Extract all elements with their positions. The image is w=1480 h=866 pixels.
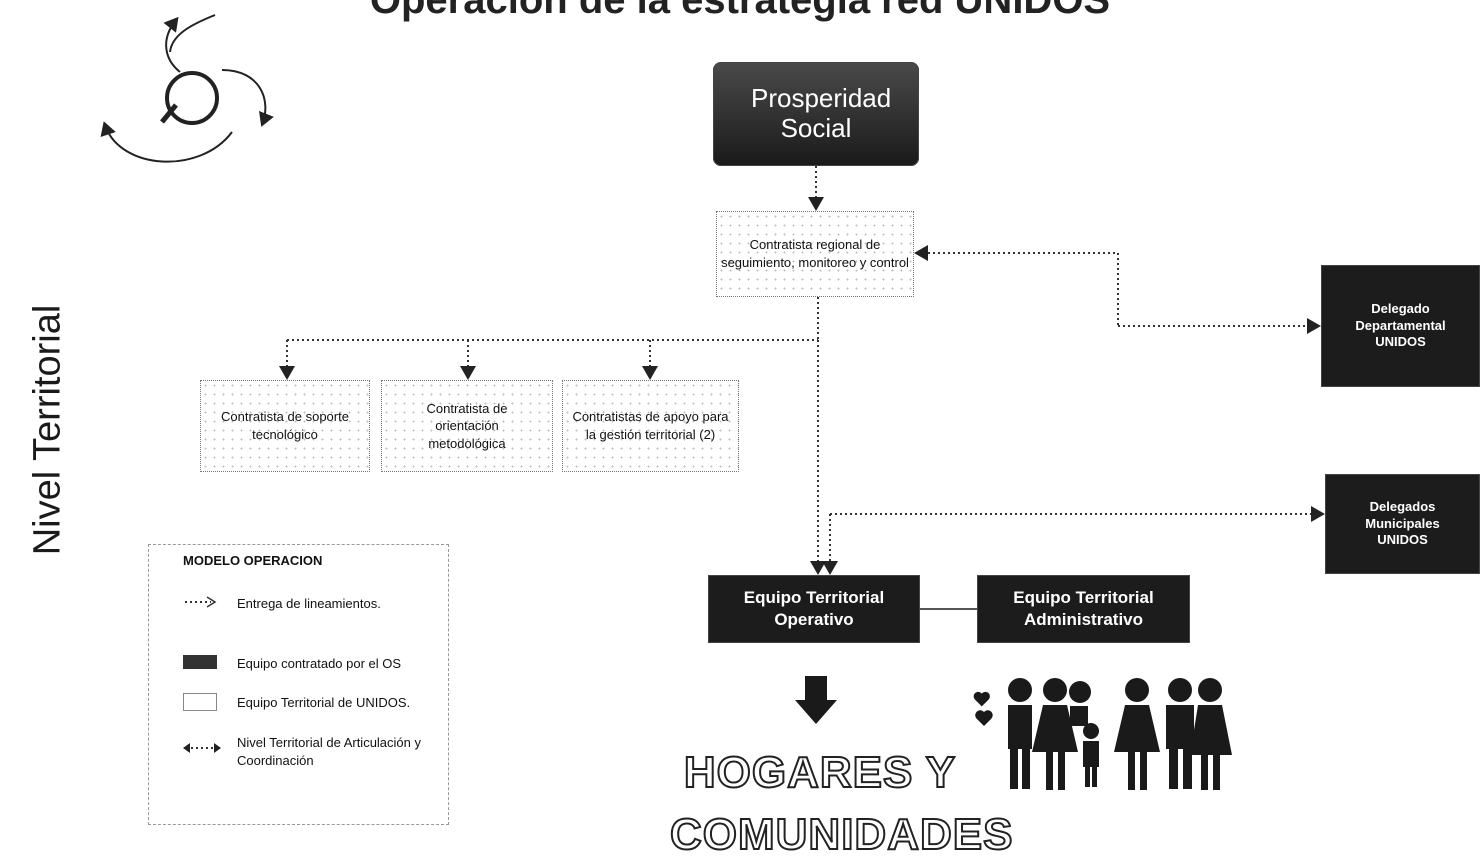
- node-prosperidad-social: Prosperidad Social: [713, 62, 919, 166]
- node-label: Prosperidad Social: [751, 83, 892, 143]
- legend-item-label: Nivel Territorial de Articulación y Coor…: [237, 735, 421, 769]
- node-contratista-orientacion: Contratista de orientación metodológica: [381, 380, 553, 472]
- connectors: [279, 166, 1325, 575]
- page-title: Operación de la estrategia red UNIDOS: [369, 0, 1111, 22]
- cycle-logo-icon: [100, 14, 274, 163]
- side-label: Nivel Territorial: [26, 304, 69, 556]
- node-label: Equipo Territorial Operativo: [743, 587, 885, 629]
- node-label: Delegado Departamental UNIDOS: [1355, 300, 1446, 350]
- node-delegado-departamental: Delegado Departamental UNIDOS: [1321, 265, 1480, 387]
- node-label: Delegados Municipales UNIDOS: [1365, 498, 1440, 548]
- node-equipo-territorial-administrativo: Equipo Territorial Administrativo: [977, 575, 1190, 643]
- double-arrow-icon: [183, 743, 221, 753]
- dotted-box-swatch: [183, 693, 217, 711]
- family-people-icon: [973, 678, 1232, 790]
- node-contratistas-apoyo: Contratistas de apoyo para la gestión te…: [562, 380, 739, 472]
- node-label: Contratistas de apoyo para la gestión te…: [572, 409, 729, 442]
- node-label: Contratista de soporte tecnológico: [221, 409, 349, 442]
- legend-item-label: Equipo Territorial de UNIDOS.: [237, 695, 411, 710]
- legend-title: MODELO OPERACION: [183, 553, 323, 568]
- node-label: Contratista regional de seguimiento, mon…: [721, 237, 909, 270]
- node-equipo-territorial-operativo: Equipo Territorial Operativo: [708, 575, 920, 643]
- dark-box-swatch: [183, 655, 217, 669]
- hogares-comunidades-label: HOGARES Y COMUNIDADES: [669, 747, 1014, 860]
- legend-box: MODELO OPERACION Entrega de lineamientos…: [148, 544, 449, 825]
- node-label: Contratista de orientación metodológica: [426, 400, 508, 451]
- node-label: Equipo Territorial Administrativo: [1013, 587, 1154, 629]
- node-contratista-regional: Contratista regional de seguimiento, mon…: [716, 211, 914, 297]
- legend-item-label: Equipo contratado por el OS: [237, 656, 402, 671]
- down-arrow-icon: [795, 676, 837, 724]
- dotted-arrow-icon: [185, 596, 217, 608]
- legend-item-label: Entrega de lineamientos.: [237, 596, 381, 611]
- node-delegados-municipales: Delegados Municipales UNIDOS: [1325, 474, 1480, 574]
- node-contratista-soporte: Contratista de soporte tecnológico: [200, 380, 370, 472]
